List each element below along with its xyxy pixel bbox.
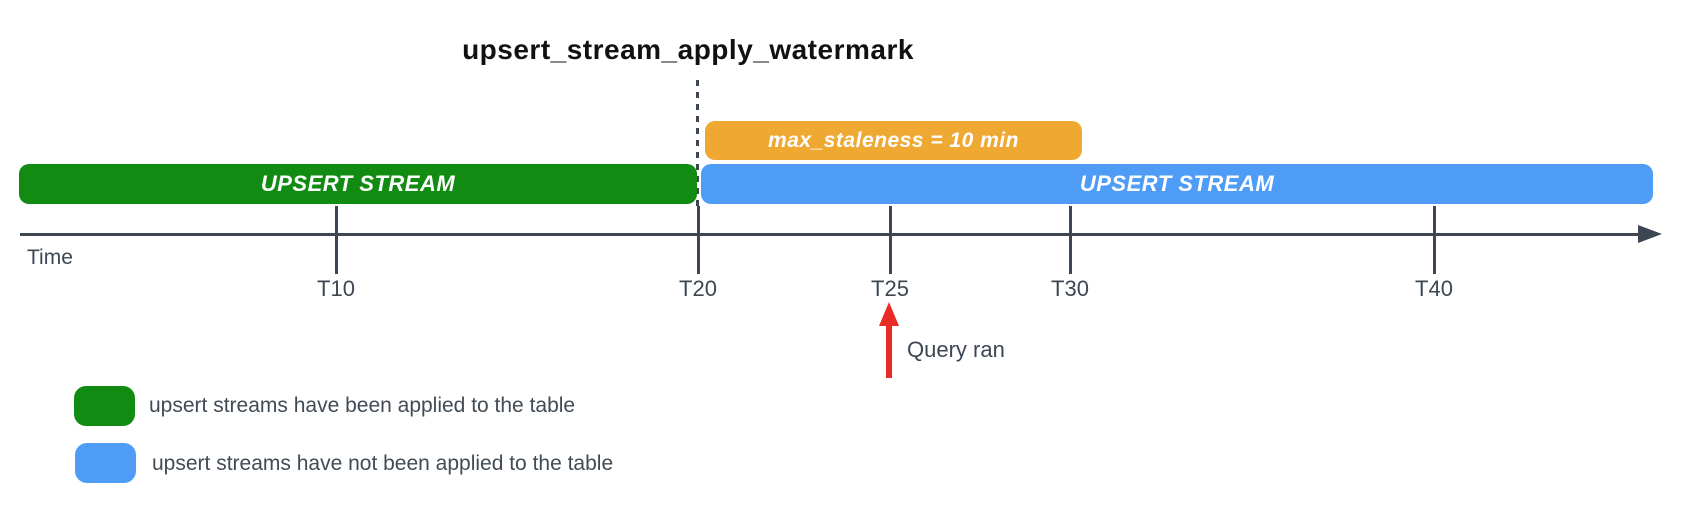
upsert-stream-not-applied-bar: UPSERT STREAM — [701, 164, 1653, 204]
max-staleness-bar: max_staleness = 10 min — [705, 121, 1082, 160]
legend-label-not-applied: upsert streams have not been applied to … — [152, 452, 614, 475]
tick-line-t40 — [1433, 206, 1436, 274]
legend-swatch-applied — [74, 386, 135, 426]
tick-label-t25: T25 — [871, 276, 909, 301]
query-ran-arrow-shaft — [886, 324, 892, 378]
time-axis-line — [20, 233, 1642, 236]
legend-swatch-not-applied — [75, 443, 136, 483]
time-axis-label: Time — [27, 246, 73, 269]
tick-label-t20: T20 — [679, 276, 717, 301]
time-axis-arrowhead-icon — [1638, 225, 1662, 243]
tick-label-t30: T30 — [1051, 276, 1089, 301]
query-ran-arrow-icon — [879, 302, 899, 326]
upsert-stream-not-applied-bar-label: UPSERT STREAM — [1079, 171, 1275, 196]
tick-line-t30 — [1069, 206, 1072, 274]
diagram-title: upsert_stream_apply_watermark — [462, 34, 914, 65]
watermark-dotted-line — [696, 80, 699, 206]
tick-line-t20 — [697, 206, 700, 274]
tick-label-t10: T10 — [317, 276, 355, 301]
tick-line-t25 — [889, 206, 892, 274]
tick-label-t40: T40 — [1415, 276, 1453, 301]
legend-label-applied: upsert streams have been applied to the … — [149, 394, 576, 417]
upsert-stream-applied-bar-label: UPSERT STREAM — [260, 171, 456, 196]
tick-line-t10 — [335, 206, 338, 274]
query-ran-label: Query ran — [907, 337, 1005, 362]
upsert-stream-applied-bar: UPSERT STREAM — [19, 164, 697, 204]
max-staleness-bar-label: max_staleness = 10 min — [768, 128, 1019, 152]
